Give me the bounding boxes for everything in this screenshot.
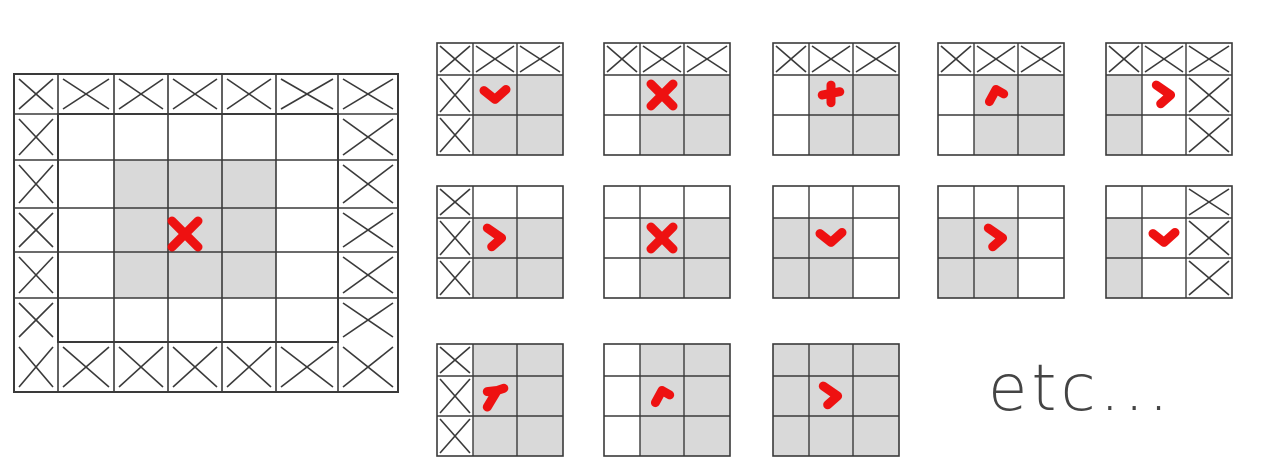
cross-stroke (342, 164, 394, 204)
grid-border (937, 185, 1065, 299)
cross-stroke (439, 418, 471, 454)
inner-border (57, 113, 339, 343)
example-grid (436, 343, 564, 457)
cross-stroke (1108, 45, 1140, 73)
cross-stroke (976, 45, 1016, 73)
example-grid (603, 185, 731, 299)
cross-stroke (1188, 188, 1230, 216)
red-marker-check (815, 228, 847, 247)
grid-border (436, 42, 564, 156)
cross-stroke (172, 78, 218, 110)
cross-stroke (439, 346, 471, 374)
cross-stroke (62, 346, 110, 388)
cross-stroke (342, 212, 394, 248)
red-marker-tick (650, 386, 675, 408)
cross-stroke (280, 78, 334, 110)
cross-stroke (1188, 260, 1230, 296)
cross-stroke (811, 45, 851, 73)
grid-border (772, 185, 900, 299)
red-marker-tick (984, 85, 1009, 107)
example-grid (1105, 42, 1233, 156)
cross-stroke (342, 302, 394, 338)
main-grid (13, 73, 399, 393)
cross-stroke (18, 302, 54, 338)
cross-stroke (1144, 45, 1184, 73)
cross-stroke (775, 45, 807, 73)
cross-stroke (1188, 117, 1230, 153)
cross-stroke (439, 188, 471, 216)
outer-border (13, 73, 399, 393)
example-grid (937, 42, 1065, 156)
grid-border (1105, 42, 1233, 156)
red-marker-chevron (818, 381, 843, 410)
cross-stroke (855, 45, 897, 73)
cross-stroke (118, 78, 164, 110)
cross-stroke (1188, 45, 1230, 73)
cross-stroke (686, 45, 728, 73)
red-marker-plus (817, 80, 845, 108)
red-marker-x (646, 79, 678, 111)
cross-stroke (226, 78, 272, 110)
cross-stroke (439, 45, 471, 73)
cross-stroke (18, 256, 54, 294)
example-grid (603, 343, 731, 457)
cross-stroke (342, 256, 394, 294)
cross-stroke (342, 346, 394, 388)
cross-stroke (280, 346, 334, 388)
cross-stroke (118, 346, 164, 388)
grid-border (603, 185, 731, 299)
red-marker-chevron (482, 223, 507, 252)
red-marker-x (646, 222, 678, 254)
example-grid (436, 185, 564, 299)
grid-border (772, 343, 900, 457)
example-grid (772, 343, 900, 457)
cross-stroke (475, 45, 515, 73)
example-grid (436, 42, 564, 156)
example-grid (937, 185, 1065, 299)
cross-stroke (439, 378, 471, 414)
red-marker-slash (482, 383, 509, 412)
cross-stroke (62, 78, 110, 110)
example-grid (772, 42, 900, 156)
etc-caption: etc... (988, 352, 1173, 426)
cross-stroke (439, 117, 471, 153)
cross-stroke (18, 118, 54, 156)
example-grid (603, 42, 731, 156)
grid-border (436, 185, 564, 299)
grid-border (772, 42, 900, 156)
cross-stroke (342, 118, 394, 156)
cross-stroke (342, 78, 394, 110)
cross-stroke (519, 45, 561, 73)
example-grid (772, 185, 900, 299)
red-marker-chevron (983, 223, 1008, 252)
cross-stroke (606, 45, 638, 73)
cross-stroke (18, 164, 54, 204)
grid-border (1105, 185, 1233, 299)
cross-stroke (439, 220, 471, 256)
cross-stroke (1020, 45, 1062, 73)
grid-border (937, 42, 1065, 156)
grid-border (603, 42, 731, 156)
cross-stroke (172, 346, 218, 388)
cross-stroke (439, 77, 471, 113)
cross-stroke (226, 346, 272, 388)
cross-stroke (940, 45, 972, 73)
red-marker-check (1148, 228, 1180, 247)
grid-border (436, 343, 564, 457)
cross-stroke (642, 45, 682, 73)
red-marker-chevron (1151, 80, 1176, 109)
red-marker-x (167, 216, 203, 252)
cross-stroke (1188, 220, 1230, 256)
cross-stroke (439, 260, 471, 296)
cross-stroke (18, 212, 54, 248)
example-grid (1105, 185, 1233, 299)
cross-stroke (18, 78, 54, 110)
cross-stroke (18, 346, 54, 388)
grid-border (603, 343, 731, 457)
red-marker-check (479, 85, 511, 104)
cross-stroke (1188, 77, 1230, 113)
